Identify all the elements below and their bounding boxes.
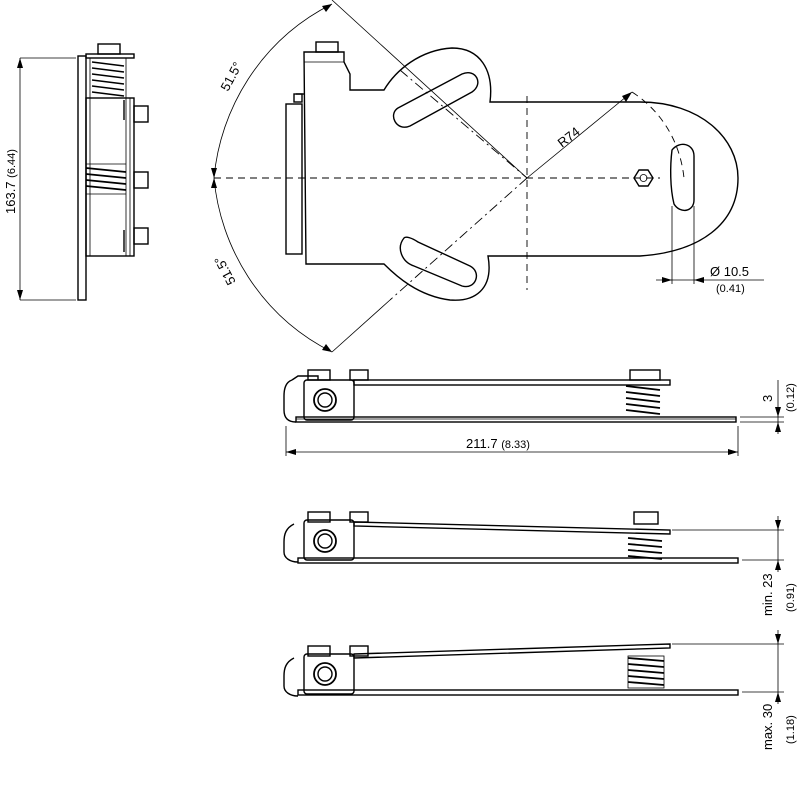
front-view-min: min. 23 (0.91) (283, 511, 797, 616)
radius-label: R74 (555, 124, 583, 151)
length-dimension-label: 211.7 (8.33) (466, 436, 530, 451)
angle-upper-label: 51.5° (217, 59, 245, 93)
hole-diameter-label: Ø 10.5 (710, 264, 749, 279)
front-view-max: max. 30 (1.18) (283, 630, 797, 750)
thickness-label: 3 (760, 395, 775, 402)
max-dimension-inch-label: (1.18) (785, 715, 797, 744)
thickness-inch-label: (0.12) (785, 383, 797, 412)
min-dimension-label: min. 23 (760, 573, 775, 616)
hole-diameter-inch-label: (0.41) (716, 283, 745, 295)
min-dimension-inch-label: (0.91) (785, 583, 797, 612)
top-view: 51.5° 51.5° R74 Ø 10.5 (0.41) (211, 0, 764, 353)
height-dimension-label: 163.7 (6.44) (3, 149, 18, 214)
max-dimension-label: max. 30 (760, 704, 775, 750)
front-view-flat: 211.7 (8.33) 3 (0.12) (283, 369, 797, 456)
side-view: 163.7 (6.44) (3, 43, 149, 301)
angle-lower-label: 51.5° (211, 254, 239, 288)
